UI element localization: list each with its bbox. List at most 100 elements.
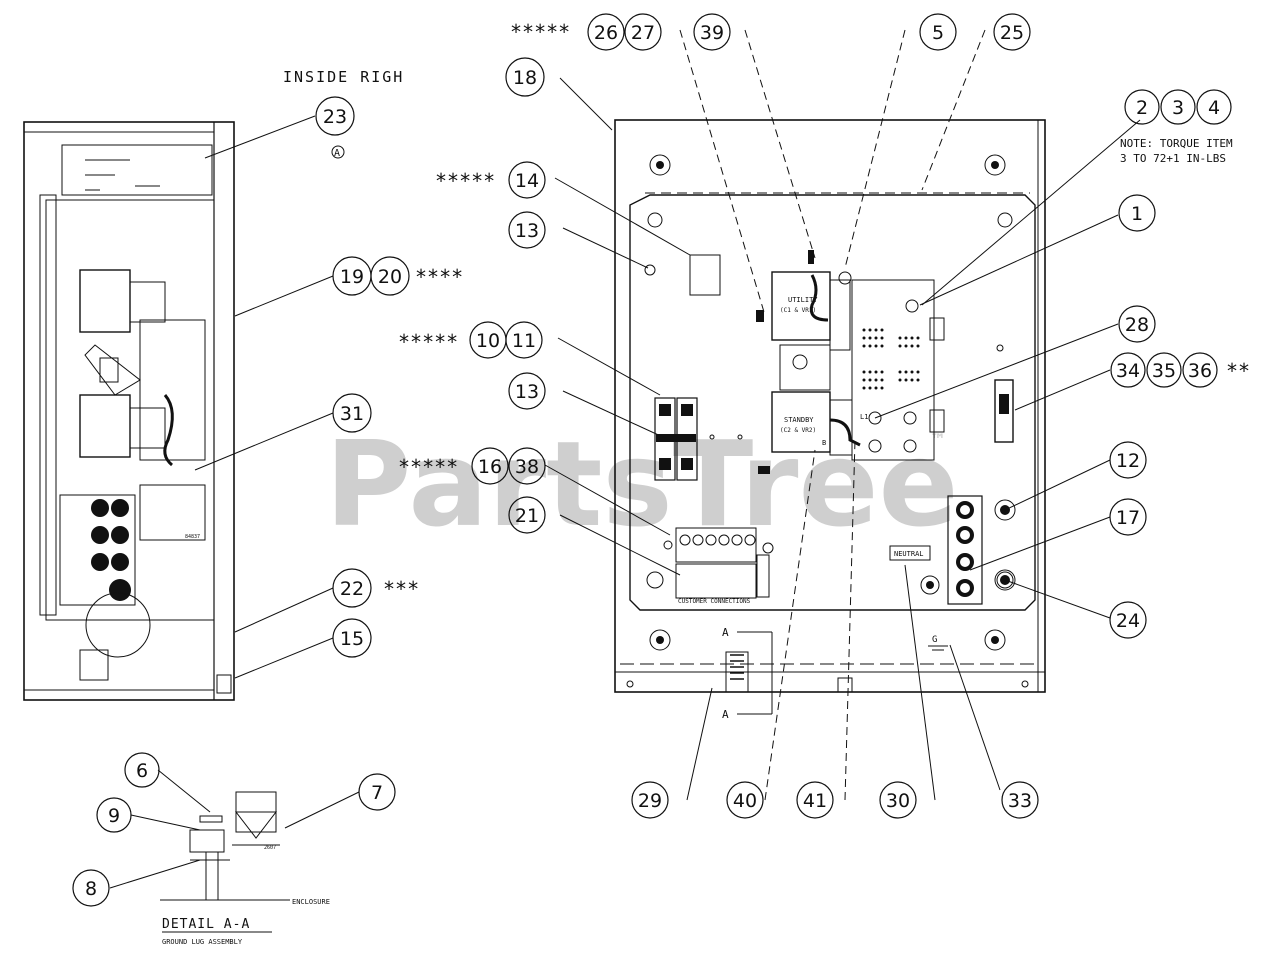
svg-text:6: 6 — [136, 760, 148, 782]
dot-grid — [862, 328, 920, 390]
callout-7: 7 — [358, 773, 396, 811]
svg-text:5: 5 — [932, 22, 944, 44]
svg-text:14: 14 — [515, 170, 539, 192]
callout-15: 15 — [332, 618, 372, 658]
svg-text:19: 19 — [340, 266, 364, 288]
callout-23: 23 — [315, 96, 355, 136]
svg-text:9: 9 — [108, 805, 120, 827]
svg-text:13: 13 — [515, 220, 539, 242]
svg-text:*****: ***** — [510, 20, 570, 44]
svg-text:41: 41 — [803, 790, 827, 812]
note-line-1: NOTE: TORQUE ITEM — [1120, 137, 1233, 150]
callout-8: 8 — [72, 869, 110, 907]
callout-13-upper: 13 — [508, 211, 546, 249]
svg-text:15: 15 — [340, 628, 364, 650]
svg-text:39: 39 — [700, 22, 724, 44]
svg-text:7: 7 — [371, 782, 383, 804]
callout-13-lower: 13 — [508, 372, 546, 410]
callout-9: 9 — [96, 797, 132, 833]
callout-40: 40 — [726, 781, 764, 819]
left-view-title: INSIDE RIGH — [283, 68, 404, 86]
fuse-holders — [654, 397, 770, 481]
callout-29: 29 — [631, 781, 669, 819]
left-part-label: 84837 — [185, 534, 200, 540]
callout-28: 28 — [1118, 305, 1156, 343]
callout-39: 39 — [693, 13, 731, 51]
svg-text:11: 11 — [512, 330, 536, 352]
callout-14: ***** 14 — [435, 161, 546, 199]
watermark-tm: ™ — [930, 430, 946, 449]
callout-6: 6 — [124, 752, 160, 788]
callout-31: 31 — [332, 393, 372, 433]
callout-25: 25 — [993, 13, 1031, 51]
front-view: UTILITY (C1 & VR1) STANDBY (C2 & VR2) L1… — [614, 119, 1046, 721]
callout-16-38: ***** 16 38 — [398, 447, 546, 485]
callout-41: 41 — [796, 781, 834, 819]
svg-text:3: 3 — [1172, 97, 1184, 119]
callout-24: 24 — [1109, 601, 1147, 639]
ground-symbol-label: G — [932, 635, 937, 645]
utility-label: UTILITY — [788, 296, 818, 304]
svg-text:***: *** — [383, 577, 419, 601]
svg-text:*****: ***** — [398, 455, 458, 479]
l2-label: B — [822, 439, 826, 447]
svg-text:21: 21 — [515, 505, 539, 527]
svg-text:34: 34 — [1116, 360, 1140, 382]
svg-text:13: 13 — [515, 381, 539, 403]
svg-text:35: 35 — [1152, 360, 1176, 382]
neutral-block: NEUTRAL G — [889, 495, 1016, 651]
svg-text:2: 2 — [1136, 97, 1148, 119]
svg-text:10: 10 — [476, 330, 500, 352]
svg-text:*****: ***** — [435, 169, 495, 193]
callout-34-35-36: 34 35 36 ** — [1110, 352, 1250, 388]
section-marker-bottom: A — [722, 708, 729, 721]
svg-text:22: 22 — [340, 578, 364, 600]
detail-title: DETAIL A-A — [162, 917, 250, 932]
svg-text:23: 23 — [323, 106, 347, 128]
neutral-label: NEUTRAL — [894, 550, 924, 558]
callout-2-3-4: 2 3 4 — [1124, 89, 1232, 125]
svg-text:33: 33 — [1008, 790, 1032, 812]
leader-lines — [109, 29, 1141, 889]
section-symbol: A — [334, 148, 340, 159]
callout-19-20: 19 20 **** — [332, 256, 463, 296]
svg-text:28: 28 — [1125, 314, 1149, 336]
svg-text:17: 17 — [1116, 507, 1140, 529]
svg-text:*****: ***** — [398, 330, 458, 354]
svg-text:****: **** — [415, 265, 463, 289]
svg-text:27: 27 — [631, 22, 655, 44]
utility-sublabel: (C1 & VR1) — [780, 307, 816, 314]
detail-a-a: 2607 ENCLOSURE DETAIL A-A GROUND LUG ASS… — [160, 791, 330, 946]
svg-text:30: 30 — [886, 790, 910, 812]
svg-text:**: ** — [1226, 359, 1250, 383]
svg-text:25: 25 — [1000, 22, 1024, 44]
standby-label: STANDBY — [784, 416, 814, 424]
watermark: PartsTree — [325, 415, 959, 553]
svg-text:31: 31 — [340, 403, 364, 425]
svg-text:16: 16 — [478, 456, 502, 478]
svg-text:24: 24 — [1116, 610, 1140, 632]
detail-lug-label: 2607 — [264, 845, 276, 851]
svg-text:20: 20 — [378, 266, 402, 288]
svg-text:18: 18 — [513, 67, 537, 89]
callout-12: 12 — [1109, 441, 1147, 479]
detail-enclosure-label: ENCLOSURE — [292, 898, 330, 906]
callout-18: 18 — [505, 57, 545, 97]
section-marker-top: A — [722, 626, 729, 639]
terminal-block: CUSTOMER CONNECTIONS — [663, 527, 774, 605]
mounting-bolts — [626, 154, 1029, 688]
svg-text:12: 12 — [1116, 450, 1140, 472]
svg-text:4: 4 — [1208, 97, 1220, 119]
callout-5: 5 — [919, 13, 957, 51]
svg-text:1: 1 — [1131, 203, 1143, 225]
callout-30: 30 — [879, 781, 917, 819]
svg-text:40: 40 — [733, 790, 757, 812]
detail-subtitle: GROUND LUG ASSEMBLY — [162, 938, 243, 946]
svg-text:26: 26 — [594, 22, 618, 44]
callout-21: 21 — [508, 496, 546, 534]
callout-17: 17 — [1109, 498, 1147, 536]
svg-text:38: 38 — [515, 456, 539, 478]
left-side-view: INSIDE RIGH A 84837 — [23, 68, 404, 701]
callout-22: 22 *** — [332, 568, 419, 608]
